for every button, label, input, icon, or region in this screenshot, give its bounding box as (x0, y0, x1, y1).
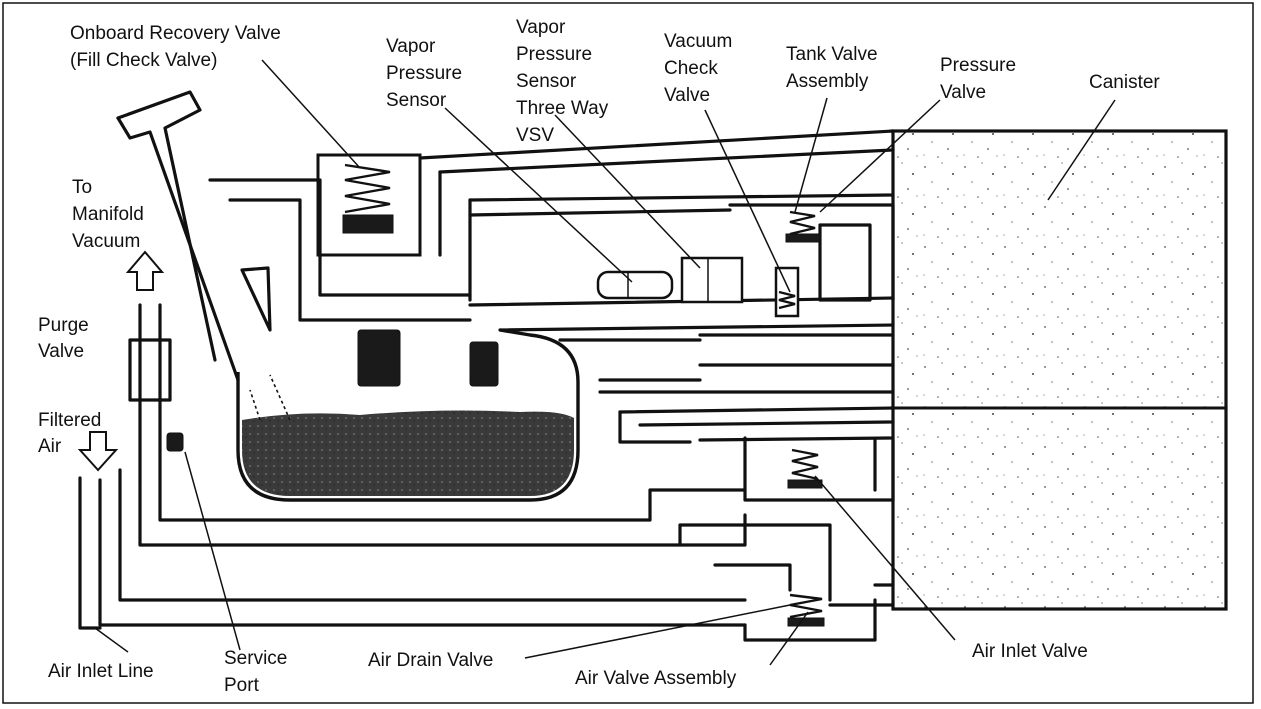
leader-lines (94, 59, 1116, 666)
onboard-recovery-valve (316, 153, 422, 257)
pressure-valve-label: Pressure Valve (940, 55, 1021, 103)
filtered-air-label: Filtered Air (38, 410, 107, 457)
fuel-tank (236, 328, 580, 502)
air-inlet-line-label: Air Inlet Line (48, 661, 154, 682)
pipe-network (98, 90, 895, 642)
air-inlet-line (78, 476, 102, 630)
vapor-pressure-sensor-label: Vapor Pressure Sensor (386, 36, 467, 111)
tank-valve-assembly (728, 203, 895, 302)
air-inlet-valve (787, 448, 823, 489)
air-inlet-valve-label: Air Inlet Valve (972, 641, 1088, 662)
service-port (166, 432, 184, 452)
three-way-vsv (680, 256, 744, 304)
canister (891, 129, 1228, 611)
filtered-air-arrow (77, 431, 119, 472)
onboard-recovery-valve-label: Onboard Recovery Valve (Fill Check Valve… (70, 23, 286, 71)
air-valve-assembly (787, 593, 825, 627)
vapor-pressure-sensor (596, 270, 674, 300)
vacuum-check-valve (774, 266, 800, 318)
vacuum-check-valve-label: Vacuum Check Valve (664, 31, 738, 106)
vapor-pressure-sensor-vsv-label: Vapor Pressure Sensor Three Way VSV (516, 17, 614, 146)
air-drain-valve-label: Air Drain Valve (368, 650, 493, 671)
tank-valve-assembly-label: Tank Valve Assembly (786, 44, 883, 92)
to-manifold-vacuum-label: To Manifold Vacuum (72, 177, 149, 252)
canister-label: Canister (1089, 72, 1160, 93)
purge-valve-label: Purge Valve (38, 315, 94, 362)
tank-valve-stems (357, 329, 499, 387)
manifold-vacuum-arrow (125, 250, 165, 291)
air-valve-assembly-label: Air Valve Assembly (575, 668, 737, 689)
service-port-label: Service Port (224, 648, 293, 696)
